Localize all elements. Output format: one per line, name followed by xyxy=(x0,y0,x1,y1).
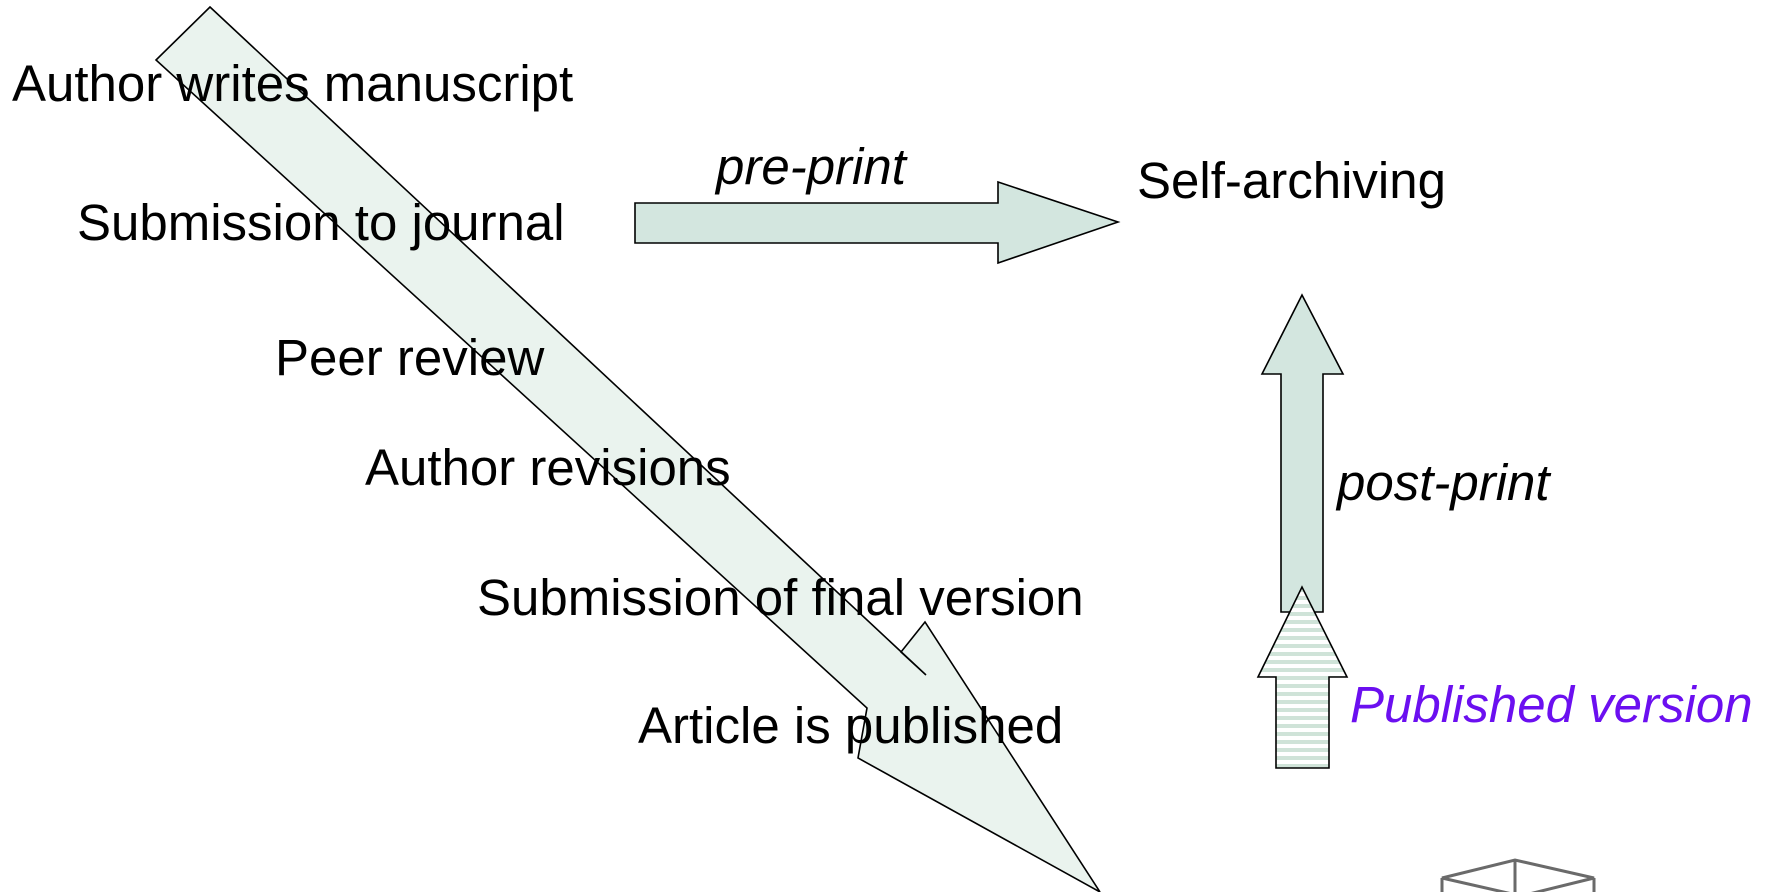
published-version-label: Published version xyxy=(1350,676,1753,733)
postprint-label: post-print xyxy=(1335,454,1551,511)
self-archiving-label: Self-archiving xyxy=(1137,152,1446,209)
step-peer-review: Peer review xyxy=(275,329,544,386)
postprint-arrow xyxy=(1260,293,1345,613)
step-author-writes-manuscript: Author writes manuscript xyxy=(12,55,573,112)
step-author-revisions: Author revisions xyxy=(365,439,731,496)
workflow-diagonal-arrow xyxy=(154,5,1101,892)
step-article-is-published: Article is published xyxy=(638,697,1063,754)
preprint-arrow xyxy=(634,180,1121,265)
preprint-label: pre-print xyxy=(714,138,908,195)
step-submission-of-final-version: Submission of final version xyxy=(477,569,1084,626)
box-icon xyxy=(1440,858,1596,892)
step-submission-to-journal: Submission to journal xyxy=(77,194,565,251)
published-version-arrow xyxy=(1256,585,1349,769)
